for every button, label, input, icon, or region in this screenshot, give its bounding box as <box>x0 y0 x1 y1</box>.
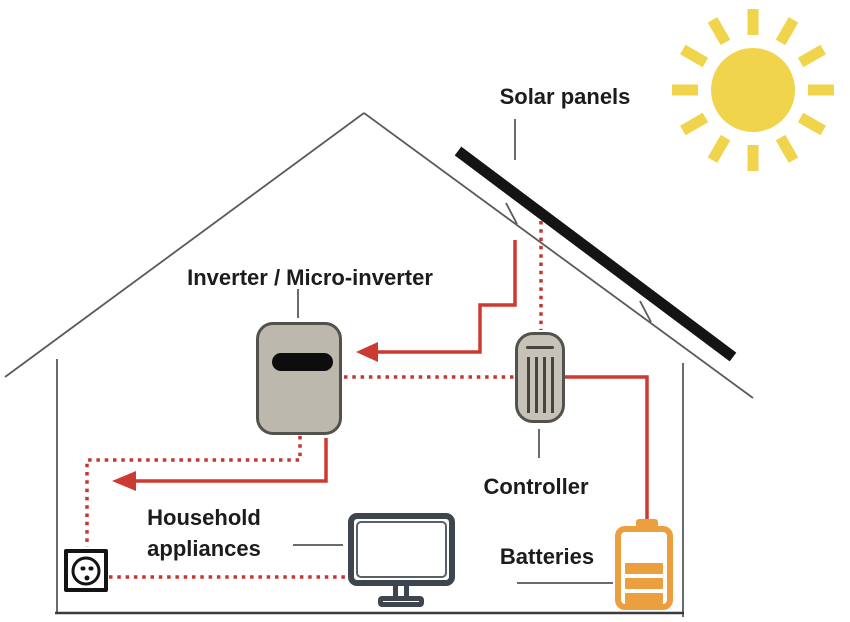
batteries-label: Batteries <box>499 544 595 569</box>
wire-inverter-to-appliances <box>134 438 328 483</box>
controller-label: Controller <box>483 474 589 499</box>
outlet-icon <box>64 549 108 592</box>
arrowhead-into-inverter-icon <box>356 342 378 362</box>
solar-panels-label: Solar panels <box>499 84 631 109</box>
monitor-icon <box>348 513 455 586</box>
controller-topline <box>526 346 554 349</box>
roof-right-line <box>363 112 754 399</box>
wire-panel-to-inverter <box>378 240 517 354</box>
roof-left-line <box>4 112 365 378</box>
controller-icon <box>515 332 565 423</box>
household-appliances-label: Household appliances <box>147 505 261 561</box>
panel-mount-tick <box>639 300 652 323</box>
inverter-label: Inverter / Micro-inverter <box>187 265 433 290</box>
solar-panel-icon <box>454 146 737 362</box>
inverter-slot <box>272 353 333 371</box>
sun-icon <box>672 9 834 171</box>
inverter-icon <box>256 322 342 435</box>
monitor-screen <box>356 521 447 578</box>
house-outline-icon <box>4 112 754 617</box>
wire-controller-to-battery <box>565 375 649 524</box>
arrowhead-to-outlet-icon <box>112 471 136 491</box>
battery-cap <box>636 519 658 528</box>
solar-panel-bar <box>454 146 737 362</box>
monitor-stand-neck <box>393 586 409 598</box>
panel-mount-tick <box>505 202 518 225</box>
monitor-stand-base <box>378 596 424 607</box>
battery-icon <box>615 526 673 610</box>
